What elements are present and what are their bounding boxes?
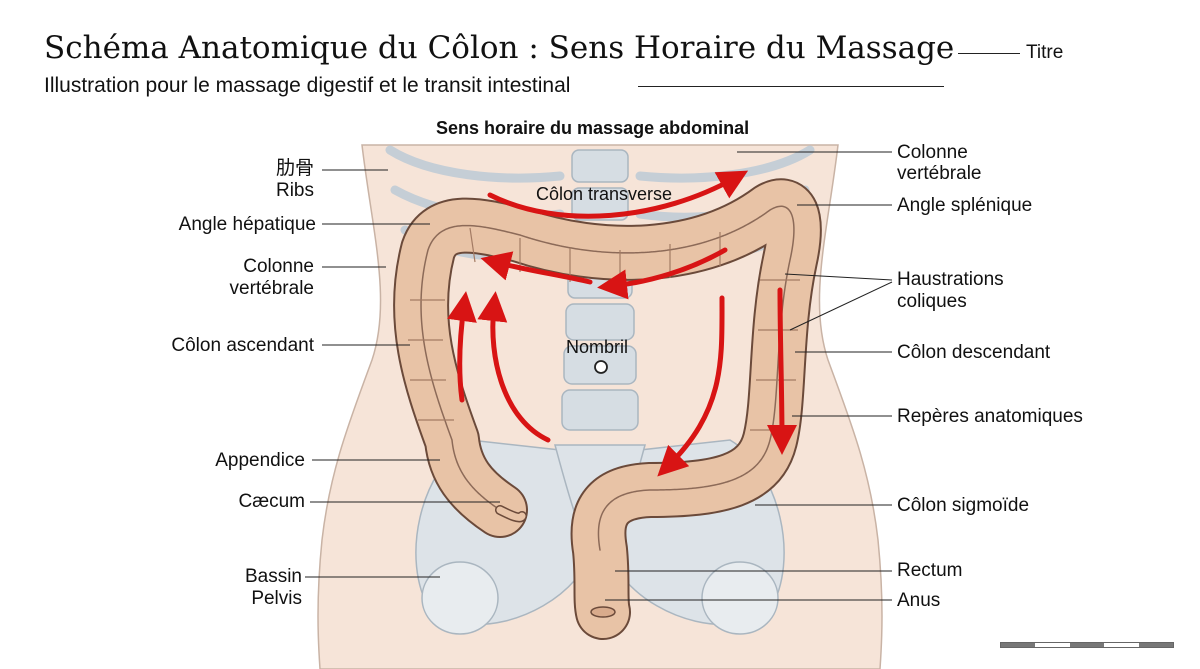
label-spine-right-2: vertébrale bbox=[897, 163, 982, 184]
label-landmarks: Repères anatomiques bbox=[897, 406, 1083, 427]
label-ribs: Ribs bbox=[275, 180, 314, 201]
page-title: Schéma Anatomique du Côlon : Sens Horair… bbox=[44, 30, 955, 66]
diagram-heading: Sens horaire du massage abdominal bbox=[436, 118, 750, 138]
page-subtitle: Illustration pour le massage digestif et… bbox=[44, 74, 571, 97]
label-splenic-angle: Angle splénique bbox=[897, 195, 1033, 216]
label-haustra-2: coliques bbox=[897, 291, 967, 312]
title-tag: Titre bbox=[1026, 42, 1064, 63]
label-pelvis-1: Bassin bbox=[244, 566, 302, 587]
label-navel: Nombril bbox=[566, 337, 629, 357]
navel-marker bbox=[594, 360, 608, 374]
label-appendix: Appendice bbox=[215, 450, 305, 471]
label-sigmoid-colon: Côlon sigmoïde bbox=[897, 495, 1030, 516]
label-descending-colon: Côlon descendant bbox=[897, 342, 1051, 363]
label-rectum: Rectum bbox=[897, 560, 963, 581]
massage-arrows bbox=[447, 170, 797, 477]
leader-lines bbox=[305, 151, 893, 601]
label-haustra-1: Haustrations bbox=[897, 269, 1004, 290]
scale-bar bbox=[1000, 642, 1174, 648]
label-caecum: Cæcum bbox=[238, 491, 305, 512]
label-ribs-cn: 肋骨 bbox=[275, 158, 314, 179]
label-pelvis-2: Pelvis bbox=[251, 588, 302, 609]
label-spine-left-2: vertébrale bbox=[229, 278, 315, 299]
label-ascending-colon: Côlon ascendant bbox=[171, 335, 314, 356]
label-anus: Anus bbox=[897, 590, 941, 611]
label-spine-left-1: Colonne bbox=[243, 256, 314, 277]
label-hepatic-angle: Angle hépatique bbox=[178, 214, 316, 235]
title-leader-line bbox=[958, 53, 1020, 54]
label-transverse-colon: Côlon transverse bbox=[536, 184, 673, 204]
label-spine-right-1: Colonne bbox=[897, 142, 968, 163]
subtitle-rule bbox=[638, 86, 944, 87]
